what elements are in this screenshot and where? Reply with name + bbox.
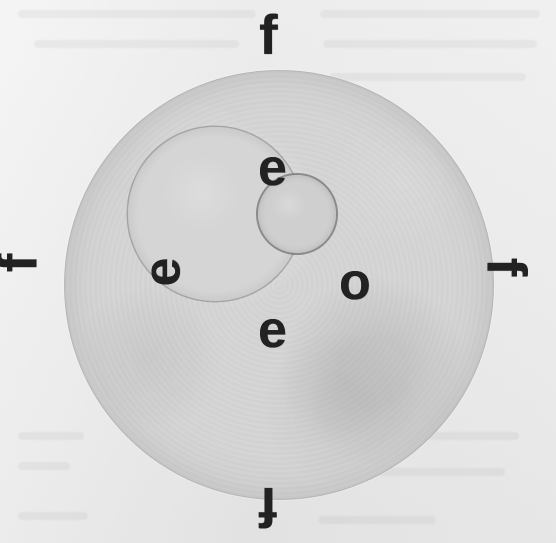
e-label-top: e	[258, 142, 287, 194]
round-specimen-disc	[64, 70, 494, 500]
faint-text-line	[318, 516, 436, 524]
faint-text-line	[18, 10, 256, 18]
faint-text-line	[18, 512, 88, 520]
faint-text-line	[320, 10, 540, 18]
faint-text-line	[323, 40, 537, 48]
faint-text-line	[18, 462, 70, 470]
f-label-top: f	[259, 7, 278, 63]
f-label-left: f	[0, 254, 45, 273]
faint-text-line	[34, 40, 239, 48]
f-label-bottom: f	[259, 479, 278, 535]
o-label-nucleus: o	[339, 256, 371, 308]
e-label-left: e	[136, 258, 188, 287]
f-label-right: f	[478, 258, 534, 277]
e-label-bottom: e	[258, 304, 287, 356]
